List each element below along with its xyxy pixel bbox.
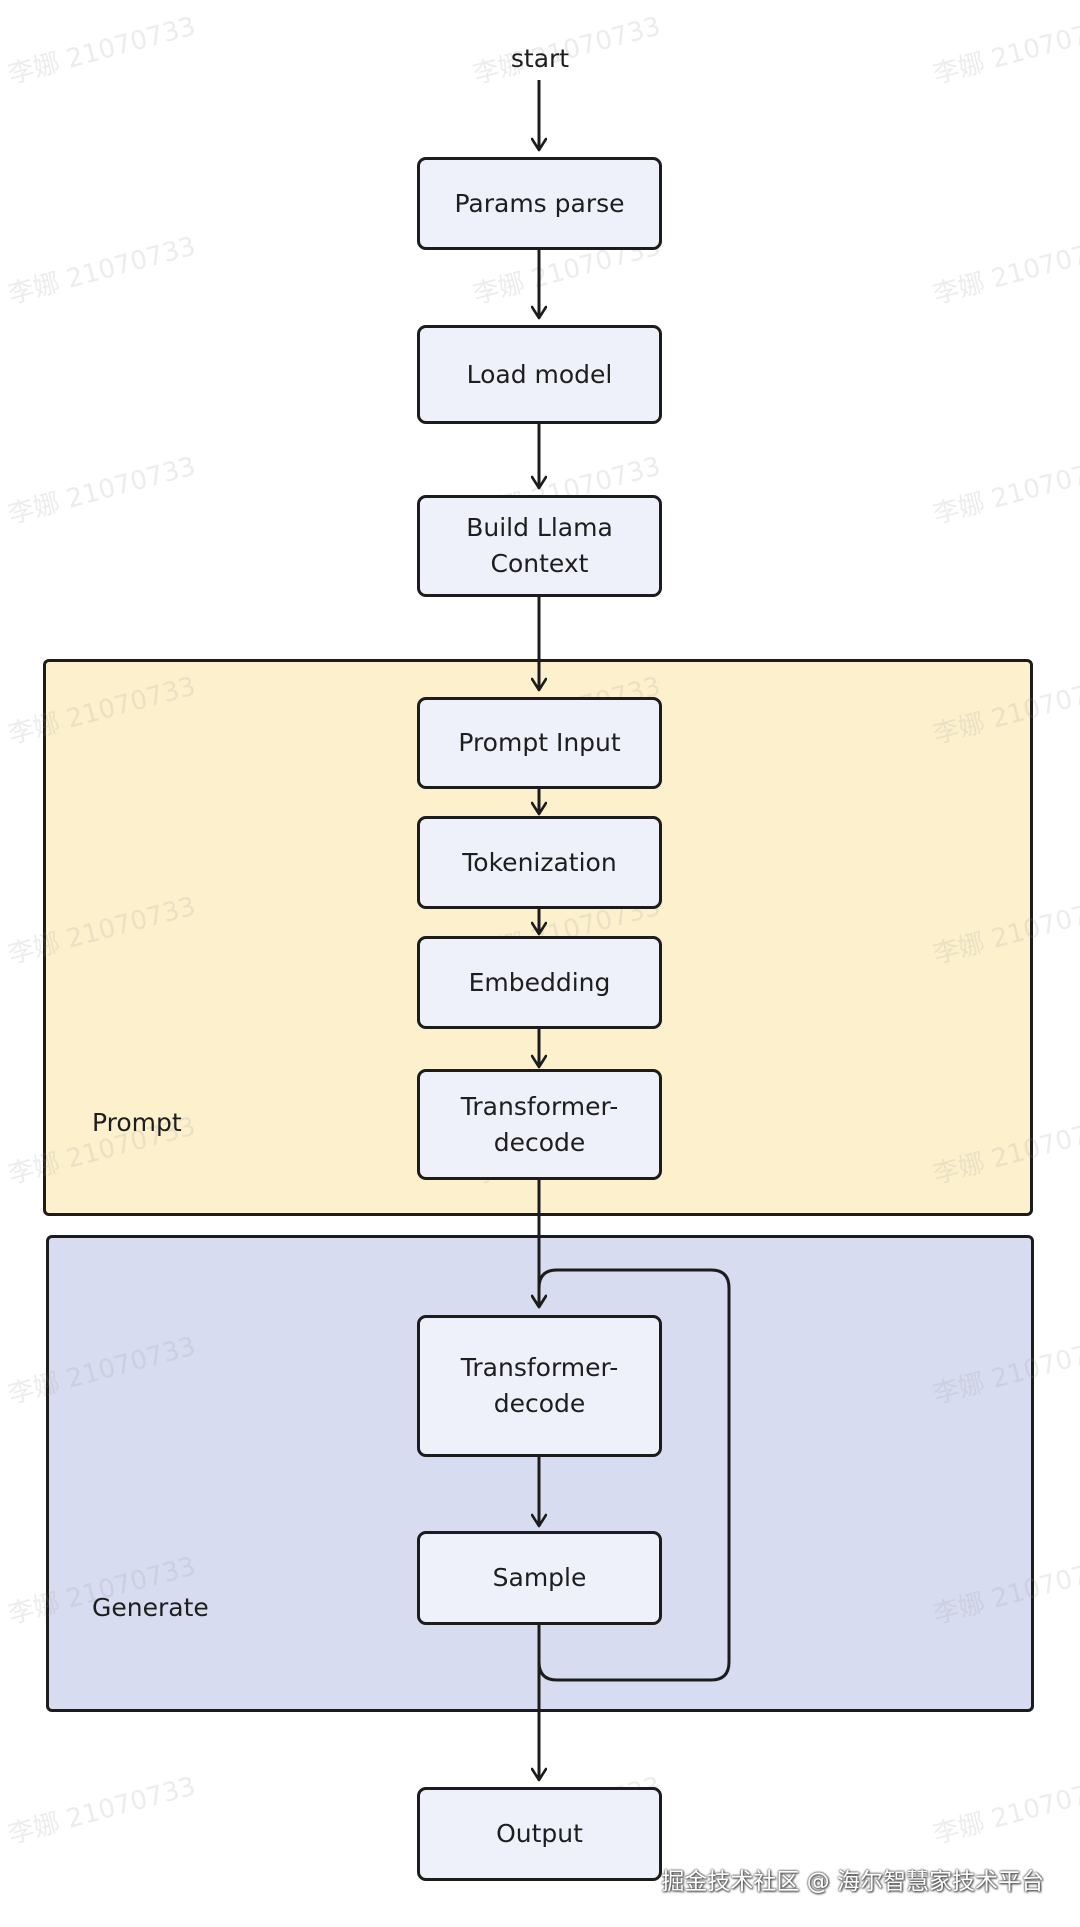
node-load-model: Load model <box>417 325 662 424</box>
generate-group-label: Generate <box>92 1593 209 1622</box>
node-embedding: Embedding <box>417 936 662 1029</box>
watermark: 李娜 21070733 <box>930 451 1080 531</box>
node-tokenization: Tokenization <box>417 816 662 909</box>
watermark: 李娜 21070733 <box>5 1771 199 1851</box>
node-build-context: Build Llama Context <box>417 495 662 597</box>
prompt-group-label: Prompt <box>92 1108 182 1137</box>
node-output: Output <box>417 1787 662 1881</box>
node-params-parse: Params parse <box>417 157 662 250</box>
watermark: 李娜 21070733 <box>930 231 1080 311</box>
watermark: 李娜 21070733 <box>5 231 199 311</box>
watermark: 李娜 21070733 <box>5 11 199 91</box>
watermark: 李娜 21070733 <box>5 451 199 531</box>
footer-credit: 掘金技术社区 @ 海尔智慧家技术平台 <box>661 1869 1044 1895</box>
node-generate-decode: Transformer- decode <box>417 1315 662 1457</box>
generate-group <box>46 1235 1034 1712</box>
watermark: 李娜 21070733 <box>930 11 1080 91</box>
node-prompt-input: Prompt Input <box>417 697 662 789</box>
node-sample: Sample <box>417 1531 662 1625</box>
node-prompt-decode: Transformer- decode <box>417 1069 662 1180</box>
watermark: 李娜 21070733 <box>930 1771 1080 1851</box>
start-label: start <box>510 44 570 73</box>
